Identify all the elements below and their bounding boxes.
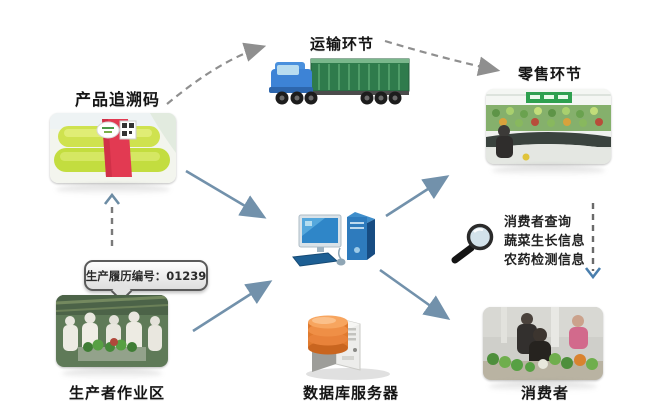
product-image bbox=[50, 113, 176, 183]
retail-label: 零售环节 bbox=[518, 65, 583, 83]
market-produce bbox=[487, 353, 598, 372]
production-record-callout: 生产履历编号：01239 bbox=[84, 260, 208, 303]
producer-label: 生产者作业区 bbox=[69, 384, 166, 402]
retail-image bbox=[486, 89, 611, 164]
computer-mouse bbox=[336, 258, 346, 266]
callout-text: 生产履历编号：01239 bbox=[85, 268, 207, 283]
computer-tower bbox=[347, 212, 375, 260]
shopper-figure bbox=[496, 125, 513, 158]
consumer-label: 消费者 bbox=[521, 384, 570, 402]
callout-box: 生产履历编号：01239 bbox=[84, 260, 208, 291]
arrow-product-to-server bbox=[185, 169, 267, 219]
producer-image bbox=[56, 295, 168, 367]
consumer-query-info: 消费者查询 蔬菜生长信息 农药检测信息 bbox=[504, 213, 585, 270]
database-cylinders bbox=[308, 315, 348, 355]
arrow-product-to-transport bbox=[166, 42, 267, 105]
product-code-label: 产品追溯码 bbox=[75, 90, 161, 109]
query-line-1: 消费者查询 bbox=[504, 215, 572, 230]
transport-label: 运输环节 bbox=[310, 35, 375, 53]
computer-image bbox=[291, 210, 379, 272]
product-image-reflection bbox=[56, 184, 170, 195]
query-line-2: 蔬菜生长信息 bbox=[504, 234, 586, 249]
brand-label bbox=[96, 121, 120, 139]
vegetables bbox=[83, 338, 137, 352]
shelf-front bbox=[486, 132, 611, 149]
magnifier-icon bbox=[448, 220, 496, 269]
arrow-server-to-retail bbox=[385, 175, 450, 218]
retail-image-reflection bbox=[492, 165, 605, 176]
consumer-image bbox=[483, 307, 603, 380]
workers bbox=[63, 311, 162, 353]
truck-image bbox=[267, 52, 413, 112]
arrowhead-up-chevron bbox=[103, 192, 121, 205]
producer-image-reflection bbox=[62, 368, 162, 379]
truck-wheels bbox=[275, 91, 402, 105]
database-server-image bbox=[298, 310, 398, 386]
consumer-image-reflection bbox=[489, 381, 597, 392]
arrowhead-down-chevron bbox=[584, 267, 602, 280]
computer-keyboard bbox=[292, 252, 339, 267]
query-line-3: 农药检测信息 bbox=[504, 253, 586, 268]
database-label: 数据库服务器 bbox=[303, 384, 400, 402]
